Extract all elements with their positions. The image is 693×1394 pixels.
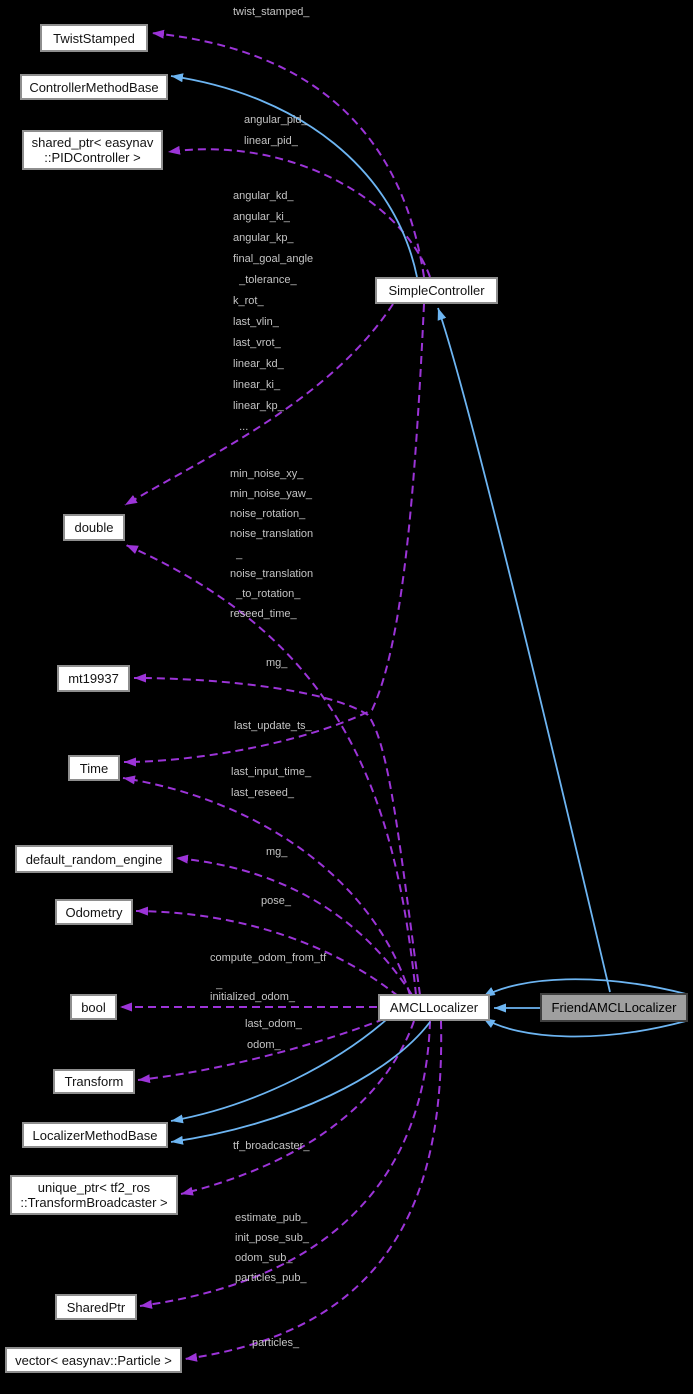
edge-label-amcl-noise: min_noise_xy_ min_noise_yaw_ noise_rotat… (230, 468, 314, 620)
edge-label-tf-broadcaster: tf_broadcaster_ (233, 1140, 310, 1152)
edge-amcllocalizer-double (125, 544, 417, 996)
node-localizermethodbase[interactable]: LocalizerMethodBase (22, 1122, 168, 1148)
node-label: mt19937 (68, 671, 119, 686)
edge-amcllocalizer-mt19937 (133, 673, 421, 996)
node-amcllocalizer[interactable]: AMCLLocalizer (378, 994, 490, 1021)
node-simplecontroller[interactable]: SimpleController (375, 277, 498, 304)
edge-amcllocalizer-transformbroadcaster (180, 1020, 415, 1196)
node-shared-ptr-pidcontroller[interactable]: shared_ptr< easynav ::PIDController > (22, 130, 163, 170)
edge-label-last-update-ts: last_update_ts_ (234, 720, 312, 732)
edge-label-time-inputs: last_input_time_ last_reseed_ (231, 766, 312, 799)
node-twiststamped[interactable]: TwistStamped (40, 24, 148, 52)
node-odometry[interactable]: Odometry (55, 899, 133, 925)
edge-amcllocalizer-localizermethodbase (170, 1019, 387, 1124)
edge-amcllocalizer-odometry (135, 906, 399, 997)
edge-simplecontroller-double (124, 303, 394, 506)
edge-label-last-odom: last_odom_ (245, 1018, 302, 1030)
node-bool[interactable]: bool (70, 994, 117, 1020)
edge-amcllocalizer-sharedptr (139, 1020, 431, 1309)
node-label: unique_ptr< tf2_ros ::TransformBroadcast… (20, 1180, 168, 1210)
edge-simplecontroller-controllermethodbase (170, 73, 418, 278)
node-friendamcllocalizer[interactable]: FriendAMCLLocalizer (540, 993, 688, 1022)
node-time[interactable]: Time (68, 755, 120, 781)
node-label: Odometry (65, 904, 123, 920)
node-vector-particle[interactable]: vector< easynav::Particle > (5, 1347, 182, 1373)
edge-friendamcllocalizer-localizermethodbase (170, 1021, 431, 1145)
edge-simplecontroller-twiststamped (151, 29, 425, 278)
edge-label-mg-random-engine: mg_ (266, 846, 288, 858)
node-label: ControllerMethodBase (29, 79, 159, 95)
node-transform[interactable]: Transform (53, 1069, 135, 1094)
node-controllermethodbase[interactable]: ControllerMethodBase (20, 74, 168, 100)
node-label: TwistStamped (53, 30, 135, 46)
node-label: shared_ptr< easynav ::PIDController > (31, 135, 154, 165)
node-label: SharedPtr (66, 1299, 126, 1315)
edge-label-pid: angular_pid_ linear_pid_ (244, 114, 308, 147)
node-unique-ptr-transformbroadcaster[interactable]: unique_ptr< tf2_ros ::TransformBroadcast… (10, 1175, 178, 1215)
edge-label-mg-mt19937: mg_ (266, 657, 288, 669)
node-label: AMCLLocalizer (389, 1000, 479, 1015)
node-label: double (74, 520, 114, 535)
edge-label-initialized-odom: initialized_odom_ (210, 991, 295, 1003)
edge-amcllocalizer-default-random-engine (175, 854, 413, 996)
edge-label-twist-stamped: twist_stamped_ (233, 6, 310, 18)
edge-friendamcllocalizer-amcllocalizer-arc-top (482, 978, 687, 998)
node-label: FriendAMCLLocalizer (551, 1000, 677, 1015)
node-label: Transform (64, 1074, 124, 1089)
node-label: LocalizerMethodBase (32, 1127, 158, 1143)
node-label: default_random_engine (25, 851, 163, 867)
edge-friendamcllocalizer-simplecontroller (437, 307, 611, 993)
node-label: SimpleController (388, 283, 485, 298)
node-label: Time (79, 760, 109, 776)
edge-amcllocalizer-vector-particle (184, 1020, 443, 1362)
edge-label-compute-odom: compute_odom_from_tf _ (210, 952, 327, 990)
node-label: vector< easynav::Particle > (15, 1352, 172, 1368)
node-mt19937[interactable]: mt19937 (57, 665, 130, 692)
node-sharedptr[interactable]: SharedPtr (55, 1294, 137, 1320)
node-default-random-engine[interactable]: default_random_engine (15, 845, 173, 873)
edge-label-sc-gains: angular_kd_ angular_ki_ angular_kp_ fina… (233, 190, 314, 433)
edge-friendamcllocalizer-amcllocalizer-arc-bottom (482, 1017, 687, 1038)
node-double[interactable]: double (63, 514, 125, 541)
edge-label-pose: pose_ (261, 895, 291, 907)
node-label: bool (81, 999, 106, 1015)
edge-simplecontroller-pidcontroller (167, 145, 431, 278)
edge-label-odom: odom_ (247, 1039, 281, 1051)
edge-label-particles: particles_ (252, 1337, 300, 1349)
edge-label-pubs-subs: estimate_pub_ init_pose_sub_ odom_sub_ p… (235, 1212, 310, 1284)
